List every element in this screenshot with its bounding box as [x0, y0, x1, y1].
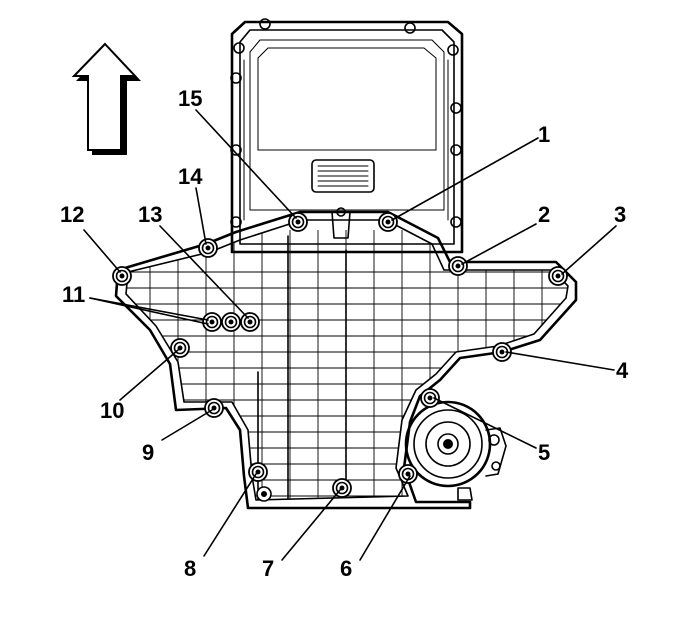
callout-6: 6: [340, 556, 352, 581]
bolt-12: [112, 266, 132, 286]
rib-structural: [175, 407, 245, 477]
bolt-set: [112, 212, 568, 502]
bolt-11: [202, 312, 222, 332]
bolt-8: [248, 462, 268, 482]
callout-12: 12: [60, 202, 84, 227]
leader-lines: [83, 109, 617, 561]
callout-10: 10: [100, 398, 124, 423]
bolt-corner: [256, 486, 272, 502]
callout-2: 2: [538, 202, 550, 227]
bolt-13: [240, 312, 260, 332]
leader-11: [89, 297, 209, 325]
leader-9: [161, 409, 213, 441]
bolt-14: [198, 238, 218, 258]
bolt-15: [288, 212, 308, 232]
oil-filter-adapter: [404, 400, 507, 501]
bolt-cluster-center: [221, 312, 241, 332]
callout-8: 8: [184, 556, 196, 581]
leader-3: [561, 225, 617, 275]
callout-5: 5: [538, 440, 550, 465]
bolt-3: [548, 266, 568, 286]
oil-pan-rib-grid: [126, 230, 568, 500]
leader-8: [203, 473, 257, 557]
bolt-5: [420, 388, 440, 408]
up-arrow-icon: [71, 42, 141, 155]
callout-11: 11: [62, 282, 85, 307]
callout-15: 15: [178, 86, 202, 111]
bolt-6: [398, 464, 418, 484]
bolt-9: [204, 398, 224, 418]
leader-4: [505, 351, 615, 371]
bolt-1: [378, 212, 398, 232]
leader-2: [461, 223, 537, 265]
leader-15: [195, 109, 297, 219]
leader-13: [159, 225, 249, 319]
upper-pan-outline: [230, 18, 464, 254]
callout-4: 4: [616, 358, 629, 383]
callout-3: 3: [614, 202, 626, 227]
callout-1: 1: [538, 122, 550, 147]
leader-10: [119, 349, 179, 401]
leader-7: [281, 489, 341, 561]
callout-7: 7: [262, 556, 274, 581]
leader-1: [391, 137, 539, 221]
callout-13: 13: [138, 202, 162, 227]
bolt-10: [170, 338, 190, 358]
leader-14: [195, 187, 207, 245]
leader-5: [433, 397, 537, 449]
bolt-4: [492, 342, 512, 362]
callout-14: 14: [178, 164, 203, 189]
callout-labels: 1 2 3 4 5 6 7 8 9 10 11 12 13 14 15: [60, 86, 629, 581]
bolt-2: [448, 256, 468, 276]
leader-6: [359, 475, 411, 561]
callout-9: 9: [142, 440, 154, 465]
leader-12: [83, 229, 121, 273]
